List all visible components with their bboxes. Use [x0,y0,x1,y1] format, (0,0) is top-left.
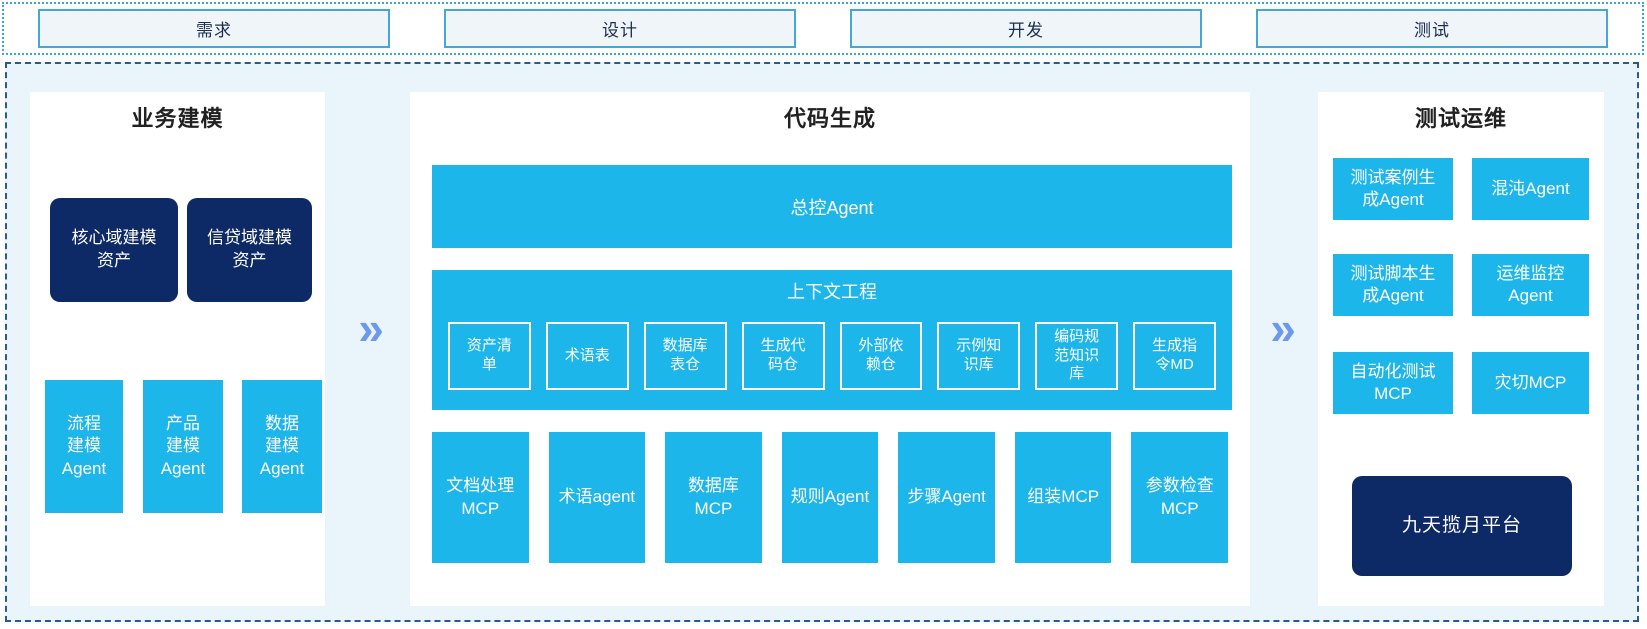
box-core-domain-assets: 核心域建模 资产 [50,198,178,302]
box-database-mcp: 数据库 MCP [665,432,762,563]
box-data-modeling-agent: 数据 建模 Agent [242,380,322,513]
chevron-right-icon: » [1270,302,1296,354]
box-automated-test-mcp: 自动化测试 MCP [1333,352,1453,414]
panel-business-modeling: 业务建模 核心域建模 资产 信贷域建模 资产 流程 建模 Agent 产品 建模… [30,92,325,606]
box-external-dependency-repo: 外部依 赖仓 [839,322,923,390]
box-process-modeling-agent: 流程 建模 Agent [45,380,123,513]
box-product-modeling-agent: 产品 建模 Agent [143,380,223,513]
stage-box-requirements: 需求 [38,9,390,48]
box-jiutian-lanyue-platform: 九天揽月平台 [1352,476,1572,576]
box-db-table-repo: 数据库 表仓 [643,322,727,390]
box-doc-processing-mcp: 文档处理 MCP [432,432,529,563]
box-step-agent: 步骤Agent [898,432,995,563]
flow-strip: 需求 设计 开发 测试 [2,2,1644,55]
box-ops-monitoring-agent: 运维监控 Agent [1472,254,1589,316]
box-glossary: 术语表 [545,322,629,390]
box-chaos-agent: 混沌Agent [1472,158,1589,220]
context-engineering-title: 上下文工程 [787,282,877,302]
stage-box-testing: 测试 [1256,9,1608,48]
stage-box-design: 设计 [444,9,796,48]
box-generated-code-repo: 生成代 码仓 [741,322,825,390]
panel-code-generation: 代码生成 总控Agent 上下文工程 资产清 单 术语表 数据库 表仓 生成代 … [410,92,1250,606]
panel-title-test-ops: 测试运维 [1414,106,1507,131]
box-assembly-mcp: 组装MCP [1014,432,1112,563]
panel-title-business-modeling: 业务建模 [131,106,224,131]
panel-title-code-generation: 代码生成 [783,106,876,131]
box-disaster-switch-mcp: 灾切MCP [1472,352,1589,414]
box-coding-standard-knowledge-base: 编码规 范知识 库 [1035,322,1119,390]
box-example-knowledge-base: 示例知 识库 [937,322,1021,390]
box-terminology-agent: 术语agent [548,432,646,563]
box-generation-instruction-md: 生成指 令MD [1133,322,1216,390]
box-credit-domain-assets: 信贷域建模 资产 [187,198,312,302]
stage-box-development: 开发 [850,9,1202,48]
box-test-case-gen-agent: 测试案例生 成Agent [1333,158,1453,220]
chevron-right-icon: » [358,302,384,354]
box-asset-list: 资产清 单 [448,322,531,390]
box-test-script-gen-agent: 测试脚本生 成Agent [1333,254,1453,316]
box-param-check-mcp: 参数检查 MCP [1131,432,1229,563]
box-master-control-agent: 总控Agent [432,165,1232,248]
panel-test-ops: 测试运维 测试案例生 成Agent 混沌Agent 测试脚本生 成Agent 运… [1318,92,1604,606]
box-rule-agent: 规则Agent [781,432,879,563]
box-context-engineering: 上下文工程 资产清 单 术语表 数据库 表仓 生成代 码仓 外部依 赖仓 示例知… [432,270,1232,410]
context-engineering-items: 资产清 单 术语表 数据库 表仓 生成代 码仓 外部依 赖仓 示例知 识库 编码… [448,322,1216,390]
mcp-agent-row: 文档处理 MCP 术语agent 数据库 MCP 规则Agent 步骤Agent… [432,432,1229,563]
